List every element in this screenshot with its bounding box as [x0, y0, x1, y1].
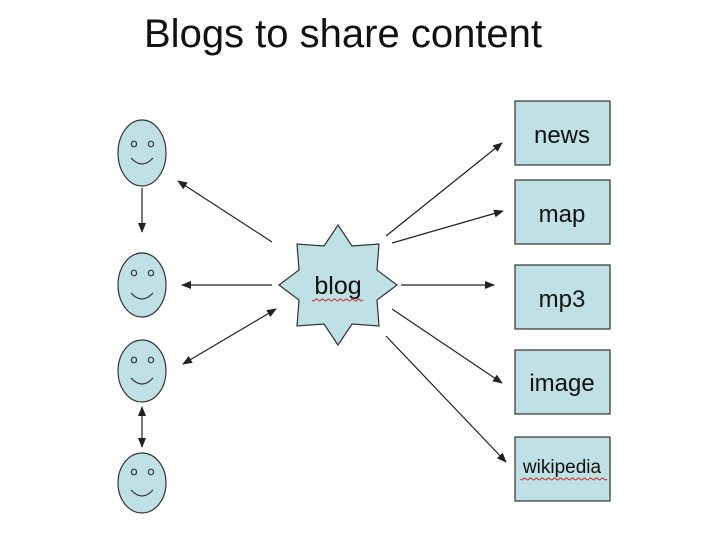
- slide-title: Blogs to share content: [144, 12, 543, 56]
- spellcheck-underline: [519, 477, 608, 481]
- target-label-map: map: [539, 201, 586, 228]
- target-box-mp3: mp3: [514, 264, 611, 330]
- arrow-blog-to-wikipedia: [385, 335, 507, 463]
- arrow-blog-to-news: [385, 142, 503, 237]
- smiley-face-4: [117, 452, 167, 514]
- arrow-blog-person-3-bidirectional: [182, 308, 277, 365]
- smiley-face-3: [117, 339, 167, 403]
- blog-label: blog: [314, 272, 361, 300]
- blog-hub: blog: [278, 223, 398, 347]
- arrow-blog-to-map: [391, 209, 504, 244]
- connector-arrows: [138, 142, 507, 463]
- target-box-map: map: [514, 179, 611, 245]
- smiley-face-2: [117, 252, 167, 318]
- target-box-wikipedia: wikipedia: [514, 436, 611, 502]
- target-box-image: image: [514, 349, 611, 415]
- smiley-face-1: [117, 119, 167, 187]
- target-label-mp3: mp3: [539, 286, 586, 313]
- arrow-blog-to-image: [391, 308, 503, 384]
- target-label-image: image: [529, 370, 594, 397]
- spellcheck-underline: [311, 298, 364, 302]
- target-label-wikipedia: wikipedia: [522, 457, 602, 478]
- target-box-news: news: [514, 100, 611, 166]
- arrow-blog-to-person-1: [177, 180, 273, 243]
- target-label-news: news: [534, 122, 590, 149]
